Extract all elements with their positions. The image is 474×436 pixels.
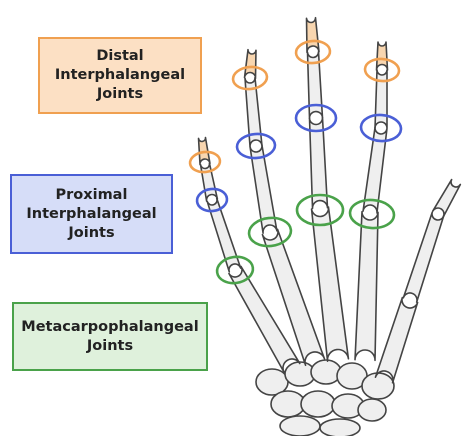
distal-phalanx-thumb bbox=[431, 178, 462, 218]
carpal-bone bbox=[357, 398, 387, 422]
dip-ring-ring-finger bbox=[231, 65, 269, 91]
proximal-label-line-3: Joints bbox=[68, 224, 115, 241]
pip-ring-index-finger bbox=[359, 113, 403, 143]
mcp-label-line-2: Joints bbox=[86, 337, 134, 354]
carpal-bone bbox=[361, 372, 395, 400]
mcp-ring-ring-finger bbox=[247, 216, 293, 248]
distal-label-line-3: Joints bbox=[96, 86, 144, 102]
middle-phalanx-middle bbox=[306, 50, 324, 120]
mcp-ring-little-finger bbox=[215, 255, 255, 285]
metacarpal-middle bbox=[310, 206, 350, 363]
carpal-bone bbox=[300, 390, 336, 418]
metacarpal-little bbox=[228, 265, 301, 374]
middle-phalanx-index bbox=[374, 69, 388, 129]
pip-ring-ring-finger bbox=[235, 132, 277, 160]
distal-interphalangeal-label: Distal Interphalangeal Joints bbox=[38, 37, 202, 114]
proximal-phalanx-little bbox=[206, 197, 242, 273]
mcp-label-line-1: Metacarpophalangeal bbox=[21, 318, 199, 335]
pip-ring-little-finger bbox=[195, 187, 229, 213]
proximal-phalanx-thumb bbox=[402, 211, 445, 303]
dip-ring-middle-finger bbox=[294, 39, 332, 65]
metacarpophalangeal-label: Metacarpophalangeal Joints bbox=[12, 302, 208, 371]
dip-ring-index-finger bbox=[363, 57, 401, 83]
metacarpal-index bbox=[354, 210, 379, 362]
distal-phalanx-middle bbox=[305, 16, 320, 54]
metacarpal-ring bbox=[261, 228, 326, 367]
distal-phalanx-ring bbox=[243, 48, 257, 80]
hand-bones bbox=[197, 16, 462, 436]
distal-label-line-1: Distal bbox=[96, 48, 144, 64]
carpal-bone bbox=[310, 359, 342, 385]
carpal-bone bbox=[319, 418, 361, 436]
proximal-label-line-1: Proximal bbox=[55, 186, 128, 203]
dip-ring-little-finger bbox=[188, 150, 222, 174]
proximal-interphalangeal-label: Proximal Interphalangeal Joints bbox=[10, 174, 173, 254]
joint-markers bbox=[188, 39, 403, 285]
metacarpal-thumb bbox=[374, 296, 419, 384]
proximal-phalanx-middle bbox=[308, 116, 329, 210]
pip-ring-middle-finger bbox=[294, 103, 338, 133]
carpal-bone bbox=[270, 390, 306, 418]
proximal-label-line-2: Interphalangeal bbox=[26, 205, 157, 222]
distal-label-line-2: Interphalangeal bbox=[54, 67, 186, 83]
carpal-bone bbox=[279, 415, 321, 436]
mcp-ring-middle-finger bbox=[295, 193, 345, 227]
middle-phalanx-ring bbox=[244, 76, 263, 148]
distal-phalanx-index bbox=[375, 41, 389, 71]
mcp-ring-index-finger bbox=[348, 198, 396, 230]
